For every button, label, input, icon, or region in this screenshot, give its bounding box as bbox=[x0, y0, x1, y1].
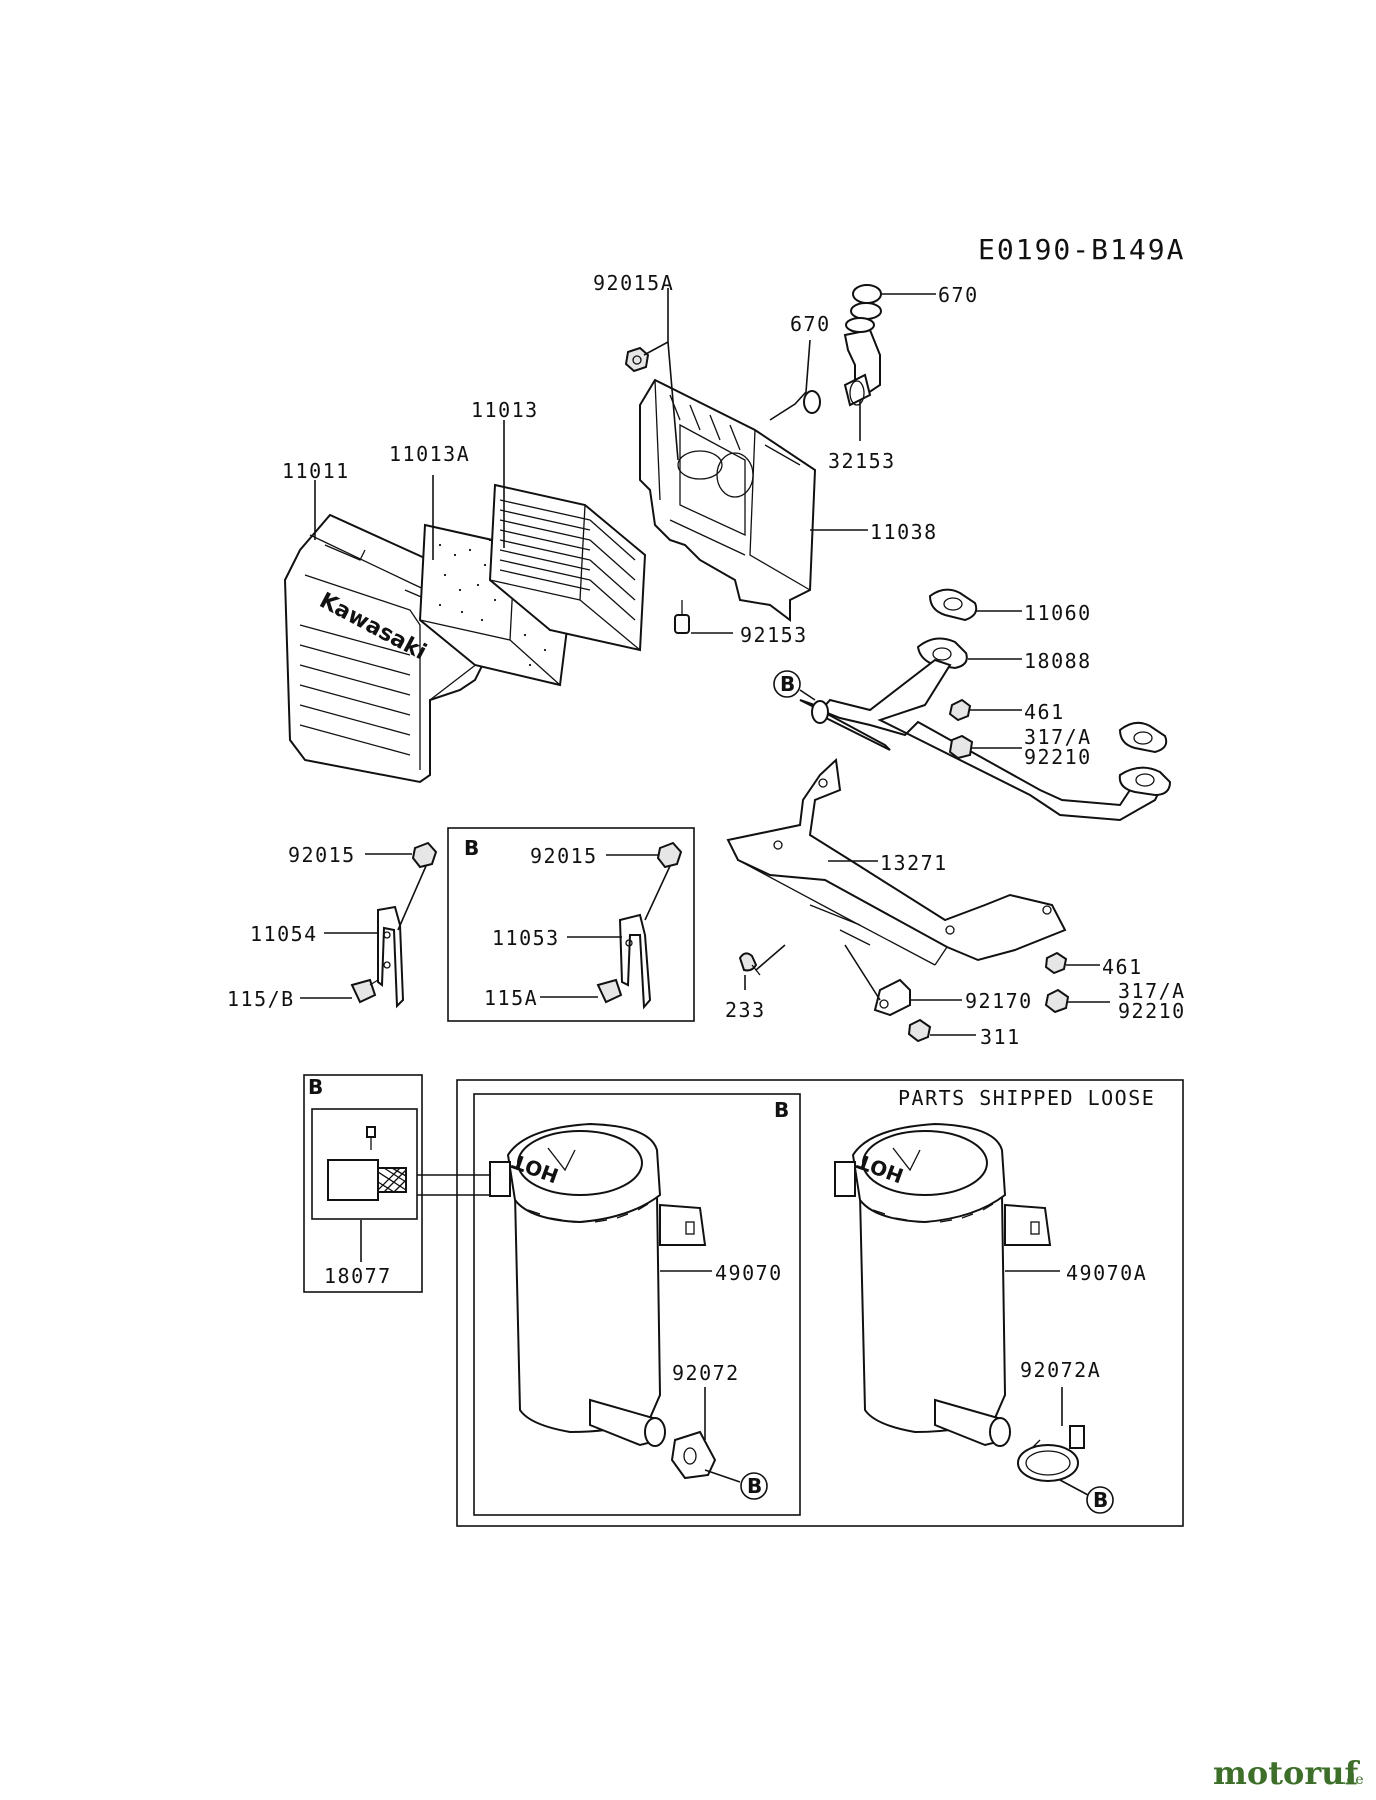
callout-b-49070: B bbox=[740, 1472, 768, 1500]
label-92015-right: 92015 bbox=[530, 844, 598, 868]
gasket-upper-right bbox=[1118, 721, 1168, 754]
label-11054: 11054 bbox=[250, 922, 318, 946]
watermark-name: motoruf bbox=[1213, 1754, 1360, 1792]
label-92015-left: 92015 bbox=[288, 843, 356, 867]
watermark-suffix: .de bbox=[1342, 1772, 1364, 1788]
exhaust-pipe-18088 bbox=[799, 637, 1172, 822]
o-ring-670-top bbox=[852, 284, 882, 304]
spark-arrestor-inner-box bbox=[311, 1108, 418, 1220]
svg-text:B: B bbox=[780, 672, 795, 696]
bracket-11054 bbox=[377, 905, 405, 1009]
label-13271: 13271 bbox=[880, 851, 948, 875]
label-233: 233 bbox=[725, 998, 766, 1022]
muffler-49070A-louvers bbox=[872, 1203, 994, 1223]
muffler-49070A: HOT bbox=[834, 1122, 1052, 1447]
label-92015A: 92015A bbox=[593, 271, 674, 295]
air-filter-element-11013 bbox=[488, 483, 647, 652]
label-461-lower: 461 bbox=[1102, 955, 1143, 979]
muffler-49070: HOT bbox=[489, 1122, 707, 1447]
air-cleaner-base-11038 bbox=[639, 378, 817, 622]
gasket-11060 bbox=[928, 588, 978, 622]
diagram-code: E0190-B149A bbox=[978, 233, 1185, 266]
label-49070: 49070 bbox=[715, 1261, 783, 1285]
label-92153: 92153 bbox=[740, 623, 808, 647]
detail-box-b-bracket bbox=[447, 827, 695, 1022]
label-115A: 115A bbox=[484, 986, 538, 1010]
leader-lines bbox=[300, 288, 1110, 1496]
svg-text:B: B bbox=[747, 1474, 762, 1498]
detail-box-b-muffler-label: B bbox=[774, 1098, 789, 1122]
washer-92015-left bbox=[411, 841, 438, 869]
detail-box-b-muffler bbox=[473, 1093, 801, 1516]
screw-115A bbox=[596, 978, 623, 1004]
spark-arrestor-18077 bbox=[327, 1126, 407, 1201]
watermark-motoruf: motoruf .de bbox=[1213, 1754, 1364, 1792]
label-92072A: 92072A bbox=[1020, 1358, 1101, 1382]
parts-shipped-loose-box bbox=[456, 1079, 1184, 1527]
label-11011: 11011 bbox=[282, 459, 350, 483]
label-317A-lower: 317/A bbox=[1118, 979, 1186, 1003]
nut-461-upper bbox=[948, 698, 972, 722]
nut-92015A bbox=[624, 346, 650, 373]
label-670-top: 670 bbox=[938, 283, 979, 307]
muffler-49070-louvers bbox=[527, 1203, 649, 1223]
detail-box-b-bracket-label: B bbox=[464, 836, 479, 860]
label-317A-upper: 317/A bbox=[1024, 725, 1092, 749]
detail-box-b-spark-arrestor-label: B bbox=[308, 1075, 323, 1099]
label-461-upper: 461 bbox=[1024, 700, 1065, 724]
bracket-11053 bbox=[618, 913, 652, 1010]
part-labels: 92015A 670 670 32153 11013 11013A 11011 … bbox=[227, 271, 1186, 1385]
nut-317A-upper bbox=[948, 734, 974, 760]
label-92072: 92072 bbox=[672, 1361, 740, 1385]
clamp-92170 bbox=[873, 978, 911, 1017]
label-32153: 32153 bbox=[828, 449, 896, 473]
screw-115B bbox=[350, 978, 379, 1004]
nut-461-lower bbox=[1044, 951, 1068, 975]
label-11013A: 11013A bbox=[389, 442, 470, 466]
nut-317A-lower bbox=[1044, 988, 1070, 1014]
label-670-side: 670 bbox=[790, 312, 831, 336]
label-11013: 11013 bbox=[471, 398, 539, 422]
washer-92015-right bbox=[656, 841, 683, 869]
cover-grille bbox=[299, 624, 411, 756]
muffler-bracket-13271 bbox=[726, 757, 1067, 966]
label-11060: 11060 bbox=[1024, 601, 1092, 625]
label-311: 311 bbox=[980, 1025, 1021, 1049]
label-92170: 92170 bbox=[965, 989, 1033, 1013]
label-49070A: 49070A bbox=[1066, 1261, 1147, 1285]
label-11053: 11053 bbox=[492, 926, 560, 950]
nut-311 bbox=[907, 1018, 932, 1043]
label-92210-upper: 92210 bbox=[1024, 745, 1092, 769]
clamp-92072A bbox=[1017, 1425, 1085, 1482]
filter-pleats bbox=[499, 499, 636, 621]
label-18077: 18077 bbox=[324, 1264, 392, 1288]
elbow-hose-32153 bbox=[843, 302, 882, 407]
clamp-92072 bbox=[670, 1430, 717, 1480]
label-115B: 115/B bbox=[227, 987, 295, 1011]
detail-box-b-spark-arrestor bbox=[303, 1074, 423, 1293]
callout-b-49070A: B bbox=[1086, 1486, 1114, 1514]
label-11038: 11038 bbox=[870, 520, 938, 544]
bolt-92153 bbox=[674, 600, 690, 634]
parts-shipped-loose-label: PARTS SHIPPED LOOSE bbox=[898, 1086, 1155, 1110]
label-92210-lower: 92210 bbox=[1118, 999, 1186, 1023]
callout-b-pipe: B bbox=[773, 670, 801, 698]
bolt-233 bbox=[738, 952, 761, 976]
o-ring-670-side bbox=[803, 390, 821, 414]
svg-text:B: B bbox=[1093, 1488, 1108, 1512]
label-18088: 18088 bbox=[1024, 649, 1092, 673]
